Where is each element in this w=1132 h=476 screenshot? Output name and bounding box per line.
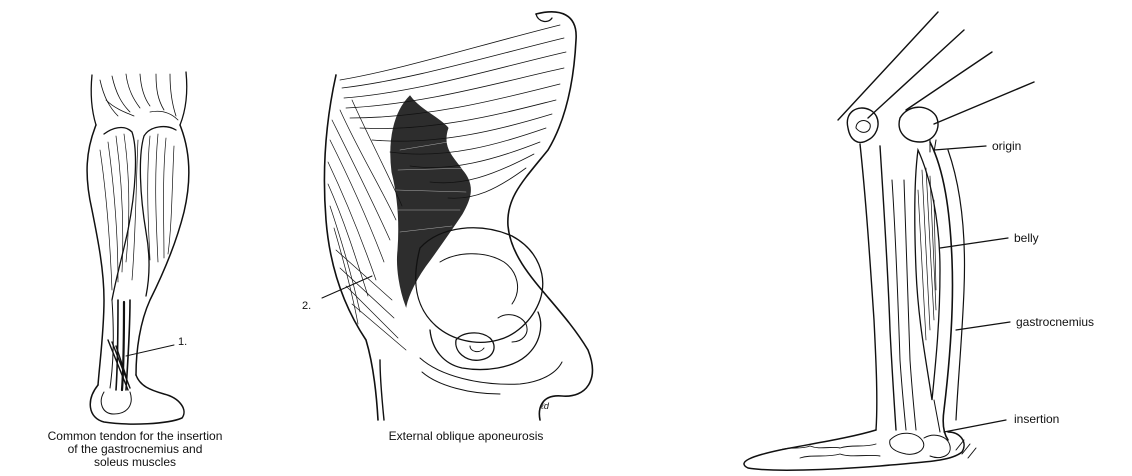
calf-caption-line: soleus muscles bbox=[10, 456, 260, 469]
abdomen-drawing bbox=[322, 12, 592, 420]
label-gastrocnemius: gastrocnemius bbox=[1016, 315, 1094, 329]
label-insertion: insertion bbox=[1014, 412, 1059, 426]
calf-drawing bbox=[87, 72, 189, 424]
calf-marker: 1. bbox=[178, 336, 187, 348]
illustrator-signature: ℓd bbox=[541, 401, 549, 411]
leg-drawing bbox=[744, 12, 1034, 470]
abdomen-caption: External oblique aponeurosis bbox=[356, 430, 576, 443]
abdomen-marker: 2. bbox=[302, 300, 311, 312]
label-origin: origin bbox=[992, 139, 1021, 153]
calf-caption: Common tendon for the insertion of the g… bbox=[10, 430, 260, 469]
label-belly: belly bbox=[1014, 231, 1039, 245]
